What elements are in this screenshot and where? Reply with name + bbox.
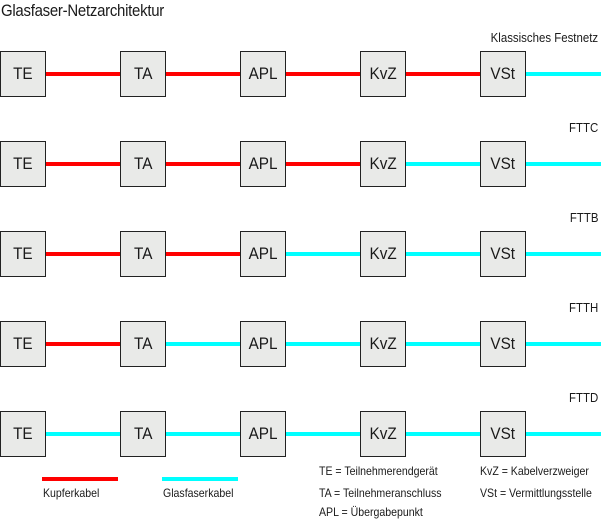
node-apl: APL [240, 321, 286, 367]
abbr-apl: APL = Übergabepunkt [319, 505, 423, 519]
node-label: TE [13, 334, 33, 353]
node-label: TA [133, 424, 153, 443]
node-vst: VSt [480, 321, 526, 367]
fiber-cable-segment [405, 432, 480, 436]
fiber-cable-segment [405, 162, 480, 166]
fiber-cable-segment [285, 432, 360, 436]
fiber-cable-segment [285, 252, 360, 256]
copper-cable-segment [165, 162, 240, 166]
copper-cable-segment [45, 162, 120, 166]
fiber-cable-segment [405, 252, 480, 256]
copper-cable-segment [165, 72, 240, 76]
copper-cable-segment [165, 252, 240, 256]
node-label: KvZ [369, 334, 397, 353]
abbr-ta: TA = Teilnehmeranschluss [319, 486, 442, 500]
node-label: KvZ [369, 64, 397, 83]
copper-cable-segment [45, 252, 120, 256]
node-ta: TA [120, 141, 166, 187]
node-vst: VSt [480, 231, 526, 277]
fiber-cable-segment [525, 432, 601, 436]
fiber-cable-segment [405, 342, 480, 346]
row-label: FTTD [568, 390, 598, 405]
node-ta: TA [120, 231, 166, 277]
node-label: APL [248, 64, 278, 83]
architecture-row: FTTH TE TA APL KvZ VSt [0, 300, 601, 367]
node-label: TA [133, 154, 153, 173]
node-label: TE [13, 244, 33, 263]
node-te: TE [0, 141, 46, 187]
copper-cable-segment [45, 72, 120, 76]
node-te: TE [0, 321, 46, 367]
diagram-title: Glasfaser-Netzarchitektur [1, 1, 165, 20]
row-label: FTTC [568, 120, 598, 135]
architecture-row: FTTD TE TA APL KvZ VSt [0, 390, 601, 457]
node-kvz: KvZ [360, 411, 406, 457]
legend-copper-line [42, 477, 118, 481]
node-kvz: KvZ [360, 321, 406, 367]
abbr-te: TE = Teilnehmerendgerät [319, 464, 438, 478]
copper-cable-segment [285, 72, 360, 76]
node-apl: APL [240, 231, 286, 277]
legend-fiber-line [162, 477, 238, 481]
architecture-row: FTTC TE TA APL KvZ VSt [0, 120, 601, 187]
node-vst: VSt [480, 411, 526, 457]
node-vst: VSt [480, 141, 526, 187]
node-label: TE [13, 154, 33, 173]
node-label: TA [133, 64, 153, 83]
fiber-cable-segment [525, 252, 601, 256]
row-label: Klassisches Festnetz [490, 30, 598, 45]
node-label: TE [13, 424, 33, 443]
node-label: VSt [490, 244, 516, 263]
copper-cable-segment [405, 72, 480, 76]
node-apl: APL [240, 51, 286, 97]
node-label: KvZ [369, 244, 397, 263]
node-label: VSt [490, 154, 516, 173]
row-label: FTTB [569, 210, 598, 225]
legend-copper-label: Kupferkabel [43, 486, 100, 500]
row-label: FTTH [568, 300, 598, 315]
fiber-cable-segment [45, 432, 120, 436]
node-apl: APL [240, 141, 286, 187]
node-label: TE [13, 64, 33, 83]
node-te: TE [0, 411, 46, 457]
node-kvz: KvZ [360, 231, 406, 277]
node-label: VSt [490, 424, 516, 443]
node-te: TE [0, 231, 46, 277]
legend-fiber-label: Glasfaserkabel [163, 486, 234, 500]
copper-cable-segment [285, 162, 360, 166]
abbr-vst: VSt = Vermittlungsstelle [480, 486, 592, 500]
node-apl: APL [240, 411, 286, 457]
fiber-cable-segment [165, 432, 240, 436]
node-label: TA [133, 244, 153, 263]
node-label: VSt [490, 334, 516, 353]
architecture-row: FTTB TE TA APL KvZ VSt [0, 210, 601, 277]
node-label: TA [133, 334, 153, 353]
node-label: APL [248, 154, 278, 173]
node-kvz: KvZ [360, 51, 406, 97]
copper-cable-segment [45, 342, 120, 346]
node-ta: TA [120, 411, 166, 457]
node-te: TE [0, 51, 46, 97]
fiber-cable-segment [525, 162, 601, 166]
node-label: APL [248, 424, 278, 443]
node-kvz: KvZ [360, 141, 406, 187]
fiber-cable-segment [525, 342, 601, 346]
fiber-cable-segment [525, 72, 601, 76]
abbr-kvz: KvZ = Kabelverzweiger [480, 464, 589, 478]
fiber-cable-segment [165, 342, 240, 346]
node-label: VSt [490, 64, 516, 83]
node-vst: VSt [480, 51, 526, 97]
node-label: APL [248, 334, 278, 353]
node-label: KvZ [369, 424, 397, 443]
fiber-cable-segment [285, 342, 360, 346]
node-ta: TA [120, 321, 166, 367]
node-ta: TA [120, 51, 166, 97]
node-label: APL [248, 244, 278, 263]
node-label: KvZ [369, 154, 397, 173]
